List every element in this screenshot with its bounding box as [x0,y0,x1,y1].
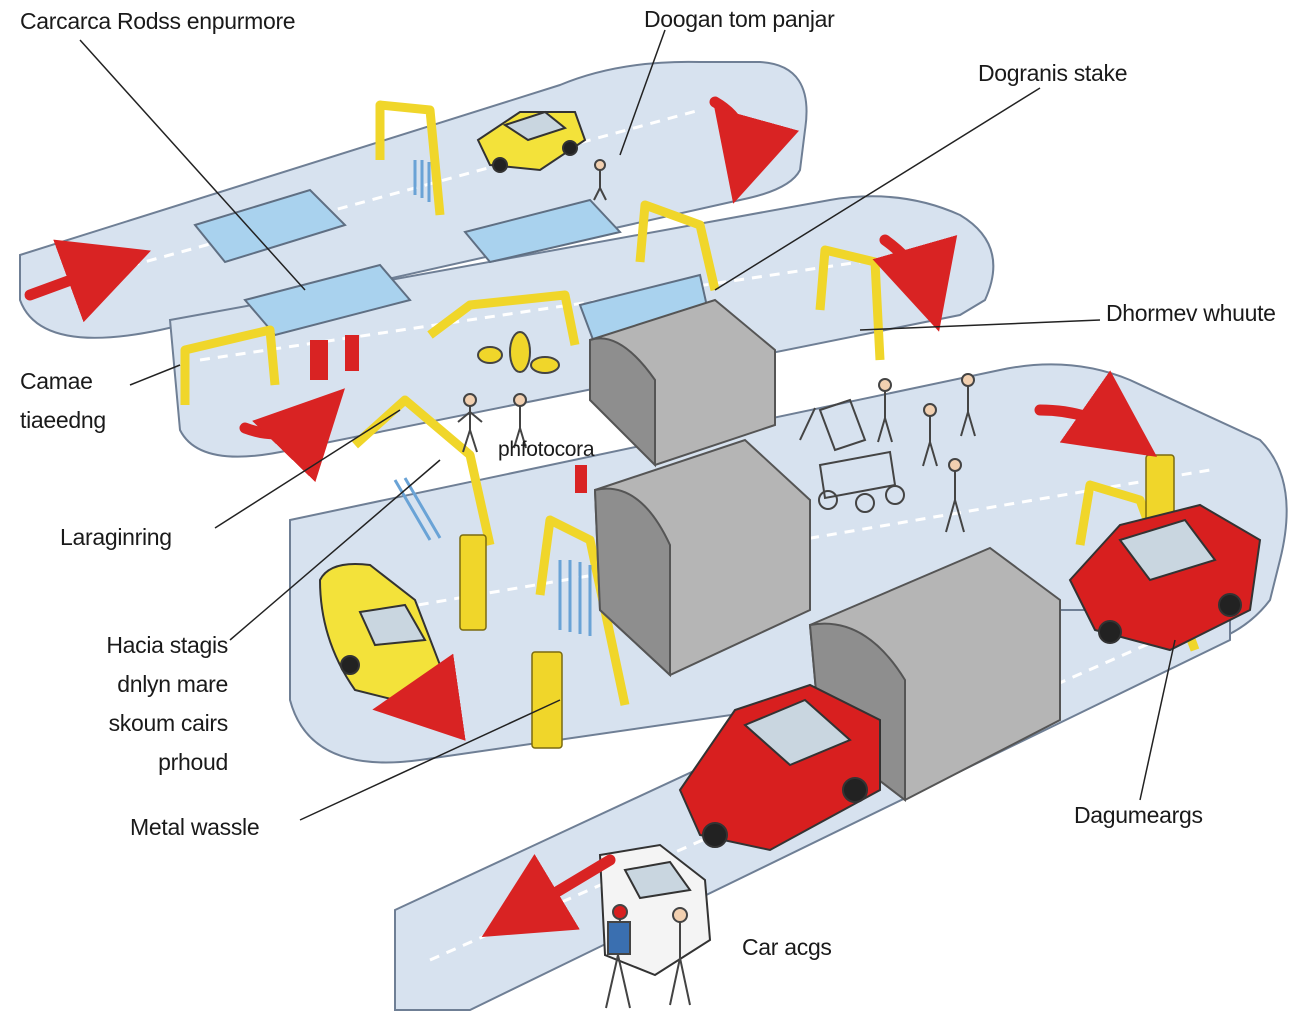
post-2 [531,651,563,749]
arrow-turn-mid [872,234,958,332]
wash-basin-1 [193,188,347,264]
label-left-3: Hacia stagis dnlyn mare skoum cairs prho… [62,626,228,782]
people [457,159,976,1009]
arrow-turn-top [709,96,800,204]
tunnel-1 [589,298,776,468]
label-right-mid: Dhormev whuute [1106,300,1276,326]
leader-right-mid [859,319,1101,331]
label-top-right: Dogranis stake [978,60,1128,86]
person-6 [945,458,965,533]
label-left-3-line-3: skoum cairs [108,710,229,736]
arrow-entry [24,239,151,323]
person-9 [669,907,691,1006]
arrow-lane-3 [1034,370,1158,457]
person-1 [457,393,483,453]
leader-left-2 [214,409,401,529]
leader-top-center [619,29,666,156]
label-bottom-center: Car acgs [742,934,832,960]
label-top-center: Doogan tom panjar [644,6,835,32]
label-center: phfotocora [498,438,595,461]
leader-top-right [714,87,1041,291]
arrow-exit [481,853,616,937]
leader-left-1 [129,364,181,386]
cart [818,450,905,513]
leader-bottom-left [299,699,561,821]
label-left-1: Camae tiaeedng [20,362,106,440]
label-bottom-right: Dagumeargs [1074,802,1203,828]
gantry-posts [459,454,1175,749]
arrow-yellow-exit [372,653,466,741]
yellow-car-top [476,110,587,173]
person-7 [593,159,607,201]
label-left-3-line-1: Hacia stagis [106,632,228,658]
gantry-1 [375,100,445,216]
label-left-1-line-2: tiaeedng [20,407,106,433]
label-bottom-left: Metal wassle [130,814,260,840]
brush-curtains [393,160,592,636]
tunnel-2 [593,438,811,678]
person-2 [513,393,527,449]
person-5 [960,373,976,437]
arrow-lane-2 [239,388,345,483]
red-car-right [1068,503,1262,652]
label-top-left: Carcarca Rodss enpurmore [20,8,296,34]
person-4 [922,403,938,467]
label-left-1-line-1: Camae [20,368,93,394]
leader-top-left [79,39,306,291]
direction-arrows [24,96,1158,937]
gantry-4 [180,325,280,405]
equipment [310,331,867,493]
red-car-bottom [678,683,881,852]
leader-left-3 [229,459,441,641]
gantry-8 [427,290,580,346]
gantry-6 [535,515,630,706]
person-8 [605,904,631,1009]
wash-basins [193,188,712,347]
gantry-2 [635,200,720,292]
post-1 [459,534,487,631]
leader-lines [79,29,1176,821]
wash-basin-2 [243,263,412,337]
track-lane-middle [168,195,995,458]
person-3 [877,378,893,443]
wash-basin-3 [463,198,622,264]
track-lane-top [19,60,808,339]
label-left-2: Laraginring [60,524,172,550]
leader-bottom-right [1139,639,1176,801]
label-left-3-line-2: dnlyn mare [117,671,228,697]
label-left-3-line-4: prhoud [158,749,228,775]
